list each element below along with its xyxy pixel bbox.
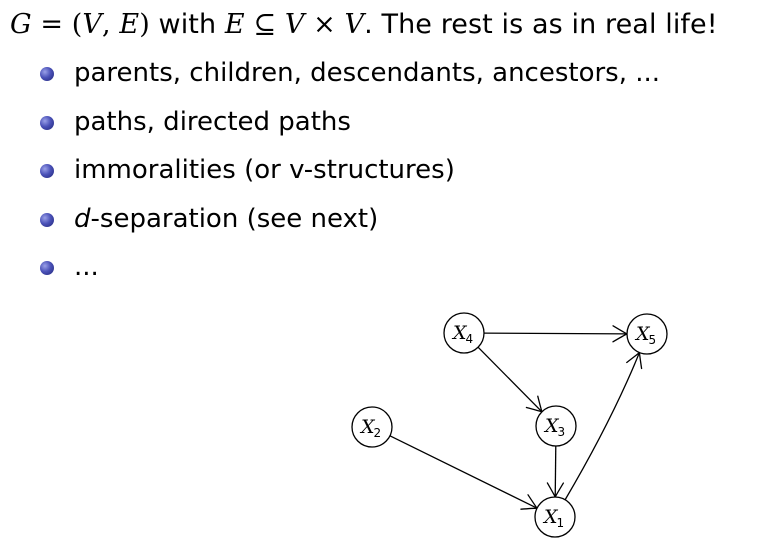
bullet-item: immoralities (or v-structures)	[40, 151, 660, 200]
node-subscript: 1	[557, 516, 565, 530]
node-x1: X1	[534, 496, 576, 538]
bullet-item: parents, children, descendants, ancestor…	[40, 54, 660, 103]
node-subscript: 3	[558, 425, 566, 439]
bullet-text: immoralities (or v-structures)	[74, 155, 455, 185]
symbol-g: G	[10, 9, 32, 40]
edge-line-2	[389, 435, 538, 509]
bullet-item: paths, directed paths	[40, 103, 660, 152]
bullet-italic-d: d	[74, 203, 91, 234]
heading-with: with	[149, 9, 225, 40]
node-subscript: 2	[374, 426, 382, 440]
heading-comma: ,	[102, 9, 120, 40]
bullet-icon	[40, 212, 54, 227]
symbol-v: V	[82, 9, 103, 40]
node-circle	[534, 496, 576, 538]
bullet-icon	[40, 115, 54, 130]
symbol-e2: E	[224, 9, 245, 40]
edge-line-1	[477, 346, 543, 413]
bullet-icon	[40, 67, 54, 81]
node-circle	[351, 406, 393, 448]
heading-eq: = (	[31, 9, 83, 40]
heading-subseteq: ⊆	[244, 9, 285, 40]
bullet-text: ...	[74, 252, 99, 282]
symbol-v2: V	[284, 9, 305, 40]
bullet-item: d-separation (see next)	[40, 200, 660, 249]
node-x3: X3	[535, 405, 577, 447]
node-circle	[626, 313, 668, 355]
node-subscript: 5	[649, 333, 657, 347]
symbol-v3: V	[344, 9, 365, 40]
edge-x2-x1	[389, 435, 539, 510]
node-circle	[535, 405, 577, 447]
edge-line-4	[564, 352, 641, 501]
slide-heading: G = (V, E) with E ⊆ V × V. The rest is a…	[10, 6, 718, 44]
bullet-icon	[40, 261, 54, 275]
edge-x4-x3	[477, 346, 543, 413]
symbol-e: E	[119, 9, 140, 40]
node-x5: X5	[626, 313, 668, 355]
node-circle	[443, 312, 485, 354]
bullet-list: parents, children, descendants, ancestor…	[40, 54, 660, 297]
heading-times: ×	[304, 9, 345, 40]
bullet-text: -separation (see next)	[90, 203, 379, 234]
bullet-text: parents, children, descendants, ancestor…	[74, 58, 661, 88]
bullet-item: ...	[40, 248, 660, 297]
node-x4: X4	[443, 312, 485, 354]
edge-x3-x1	[546, 445, 565, 499]
node-x2: X2	[351, 406, 393, 448]
edge-line-0	[483, 332, 628, 335]
edge-line-3	[554, 445, 557, 498]
edge-x4-x5	[483, 325, 629, 343]
heading-rest: . The rest is as in real life!	[364, 9, 718, 40]
node-subscript: 4	[466, 332, 474, 346]
bullet-icon	[40, 164, 54, 178]
bullet-text: paths, directed paths	[74, 106, 351, 137]
heading-close: )	[139, 9, 150, 40]
